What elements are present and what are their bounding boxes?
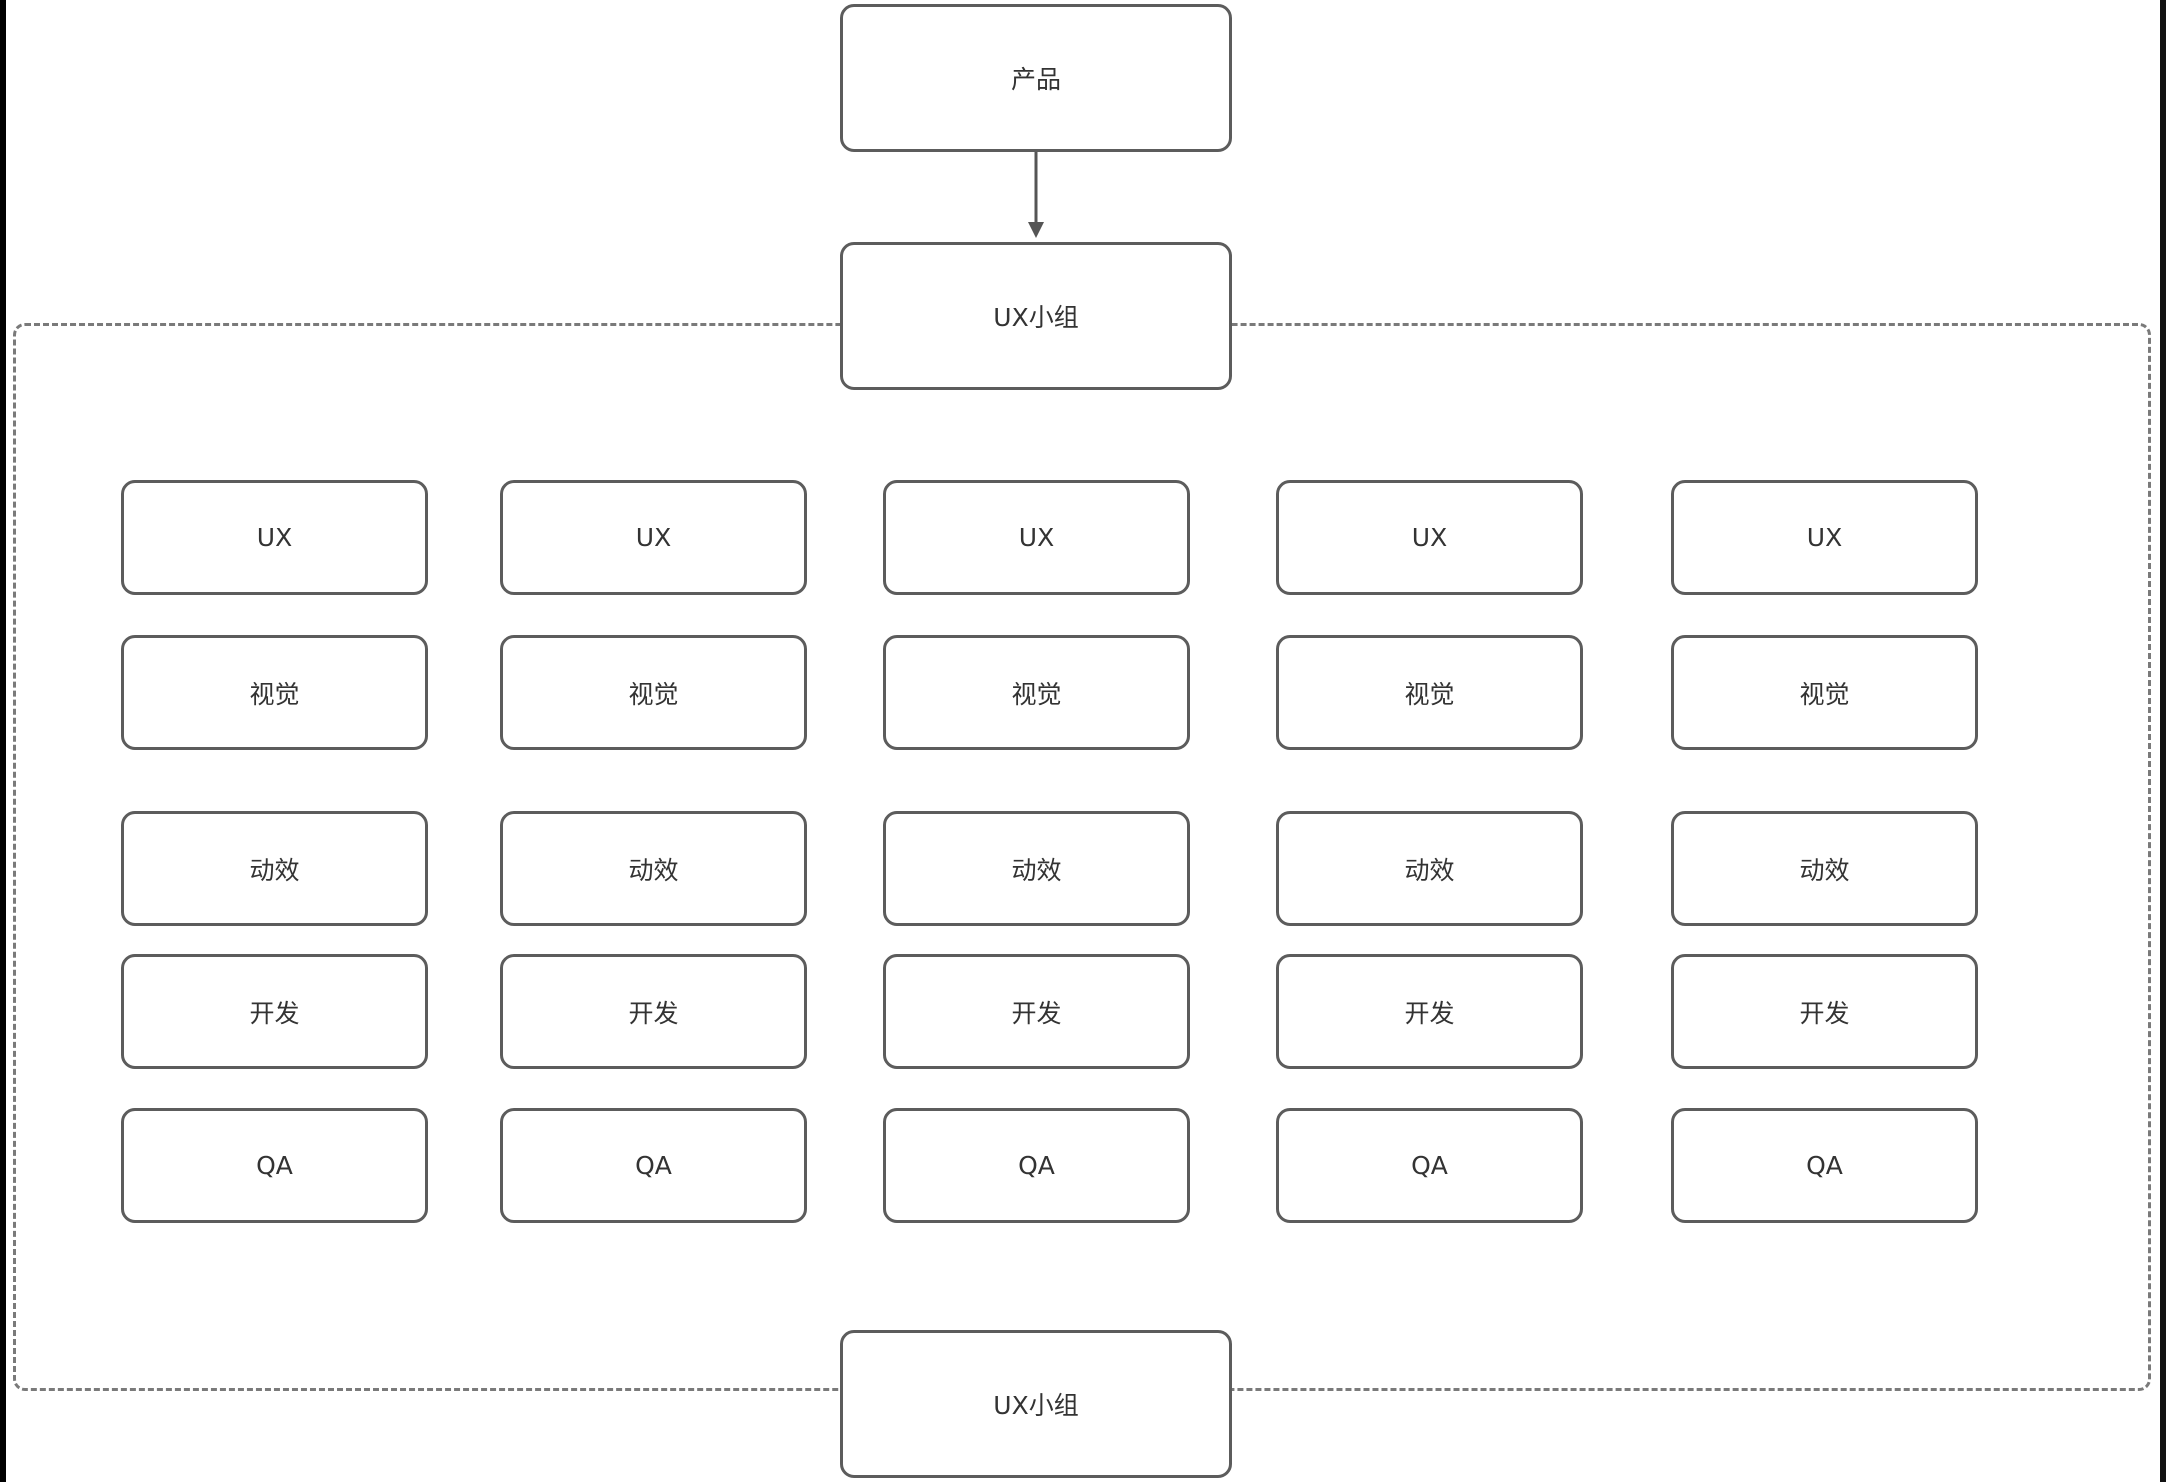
col2-qa-node[interactable]: QA [500, 1108, 807, 1223]
node-label: QA [1806, 1151, 1843, 1180]
product-to-ux-arrow-head [1028, 222, 1044, 238]
col5-ux-node[interactable]: UX [1671, 480, 1978, 595]
node-label: UX [635, 523, 672, 552]
node-label: QA [1411, 1151, 1448, 1180]
node-label: QA [635, 1151, 672, 1180]
node-label: 动效 [1011, 855, 1062, 885]
col3-ux-node[interactable]: UX [883, 480, 1190, 595]
col2-motion-node[interactable]: 动效 [500, 811, 807, 926]
col2-dev-node[interactable]: 开发 [500, 954, 807, 1069]
node-label: 视觉 [1011, 679, 1062, 709]
ux-group-bottom-node[interactable]: UX小组 [840, 1330, 1232, 1478]
col3-motion-node[interactable]: 动效 [883, 811, 1190, 926]
col3-visual-node[interactable]: 视觉 [883, 635, 1190, 750]
col1-ux-node[interactable]: UX [121, 480, 428, 595]
col2-ux-node[interactable]: UX [500, 480, 807, 595]
col3-dev-node[interactable]: 开发 [883, 954, 1190, 1069]
node-label: QA [256, 1151, 293, 1180]
col1-motion-node[interactable]: 动效 [121, 811, 428, 926]
col4-visual-node[interactable]: 视觉 [1276, 635, 1583, 750]
left-edge-bar [0, 0, 6, 1482]
node-label: UX [256, 523, 293, 552]
product-node-label: 产品 [1010, 65, 1061, 94]
col4-qa-node[interactable]: QA [1276, 1108, 1583, 1223]
col1-visual-node[interactable]: 视觉 [121, 635, 428, 750]
node-label: 开发 [1799, 998, 1850, 1028]
node-label: QA [1018, 1151, 1055, 1180]
node-label: 动效 [1799, 855, 1850, 885]
ux-group-top-label: UX小组 [993, 303, 1079, 332]
node-label: 开发 [249, 998, 300, 1028]
col5-motion-node[interactable]: 动效 [1671, 811, 1978, 926]
right-edge-bar [2160, 0, 2166, 1482]
product-node[interactable]: 产品 [840, 4, 1232, 152]
node-label: 开发 [1011, 998, 1062, 1028]
col5-visual-node[interactable]: 视觉 [1671, 635, 1978, 750]
node-label: 视觉 [249, 679, 300, 709]
col3-qa-node[interactable]: QA [883, 1108, 1190, 1223]
col1-qa-node[interactable]: QA [121, 1108, 428, 1223]
ux-group-top-node[interactable]: UX小组 [840, 242, 1232, 390]
node-label: UX [1411, 523, 1448, 552]
node-label: 开发 [1404, 998, 1455, 1028]
node-label: 动效 [249, 855, 300, 885]
ux-group-bottom-label: UX小组 [993, 1391, 1079, 1420]
node-label: 视觉 [1799, 679, 1850, 709]
col5-dev-node[interactable]: 开发 [1671, 954, 1978, 1069]
col5-qa-node[interactable]: QA [1671, 1108, 1978, 1223]
node-label: 开发 [628, 998, 679, 1028]
col2-visual-node[interactable]: 视觉 [500, 635, 807, 750]
col4-motion-node[interactable]: 动效 [1276, 811, 1583, 926]
node-label: 动效 [628, 855, 679, 885]
node-label: UX [1018, 523, 1055, 552]
col4-ux-node[interactable]: UX [1276, 480, 1583, 595]
node-label: 视觉 [1404, 679, 1455, 709]
node-label: 动效 [1404, 855, 1455, 885]
col1-dev-node[interactable]: 开发 [121, 954, 428, 1069]
col4-dev-node[interactable]: 开发 [1276, 954, 1583, 1069]
node-label: 视觉 [628, 679, 679, 709]
node-label: UX [1806, 523, 1843, 552]
